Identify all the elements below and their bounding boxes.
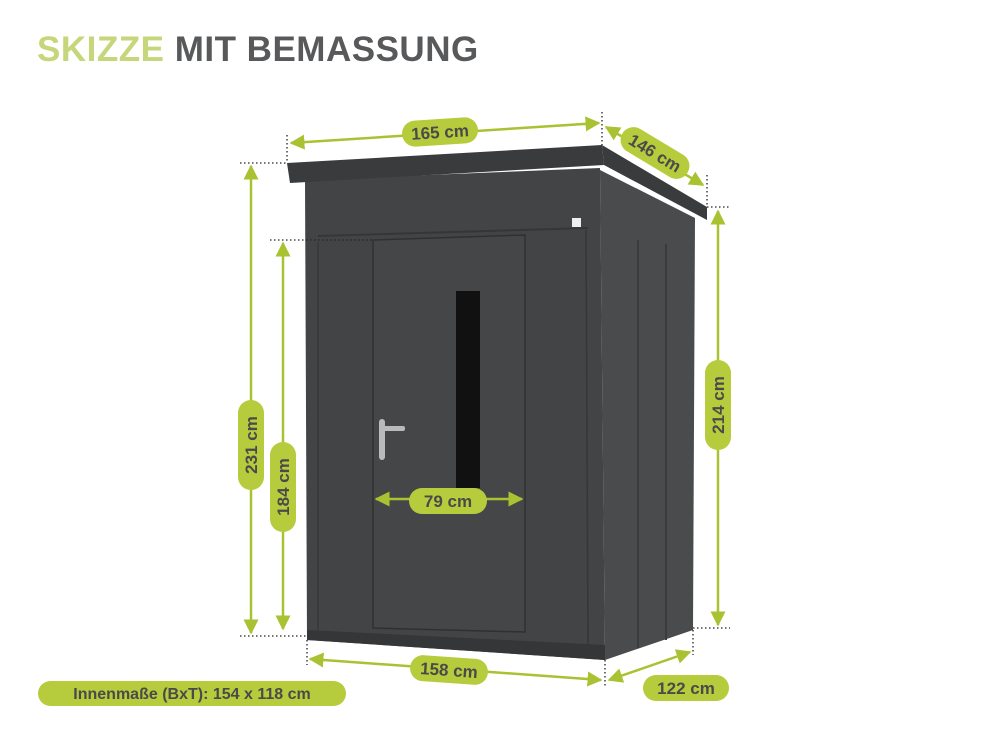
dim-door-width: 79 cm: [409, 488, 487, 514]
title-main: MIT BEMASSUNG: [174, 30, 479, 69]
dim-depth-bottom: 122 cm: [643, 675, 729, 701]
inner-dimensions-label: Innenmaße (BxT): 154 x 118 cm: [73, 686, 310, 703]
door[interactable]: [372, 234, 526, 633]
dim-label: 214 cm: [709, 376, 728, 434]
dim-height-back: 214 cm: [705, 360, 731, 450]
shed: [287, 145, 707, 660]
dim-label: 79 cm: [424, 492, 472, 511]
door-handle-icon[interactable]: [379, 419, 405, 460]
dim-door-height: 184 cm: [270, 442, 296, 532]
extension-lines: [240, 112, 730, 688]
dim-height-total: 231 cm: [238, 400, 264, 490]
dim-width-bottom: 158 cm: [410, 655, 488, 685]
dim-label: 158 cm: [420, 659, 479, 682]
dim-label: 165 cm: [411, 121, 470, 144]
door-window: [456, 291, 480, 488]
shed-side: [600, 170, 695, 660]
page-title: SKIZZE MIT BEMASSUNG: [37, 30, 479, 70]
dim-width-top: 165 cm: [402, 117, 478, 147]
dim-label: 184 cm: [274, 458, 293, 516]
title-accent: SKIZZE: [37, 30, 165, 69]
dim-label: 122 cm: [657, 679, 715, 698]
inner-dimensions-badge: Innenmaße (BxT): 154 x 118 cm: [38, 681, 346, 706]
dim-label: 231 cm: [242, 416, 261, 474]
roof-front: [287, 145, 604, 183]
vent: [572, 218, 581, 227]
